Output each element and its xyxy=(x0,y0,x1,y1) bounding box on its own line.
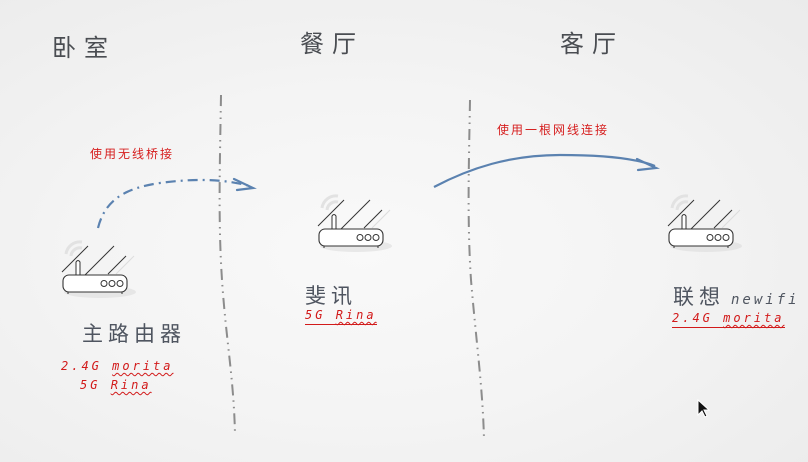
device-name-lenovo-newifi: 联想 newifi xyxy=(673,281,800,311)
room-title-living: 客厅 xyxy=(560,30,624,58)
wireless-bridge-label: 使用无线桥接 xyxy=(90,147,175,161)
ssid-name: Rina xyxy=(110,378,152,392)
wireless-bridge-arrowhead xyxy=(232,177,257,192)
device-name-main-router: 主路由器 xyxy=(82,318,186,348)
wireless-bridge-arrow xyxy=(96,178,251,229)
device-name-label: 斐讯 xyxy=(305,284,357,308)
router-icon xyxy=(61,240,136,298)
ssid-band: 2.4G xyxy=(61,359,102,373)
device-name-label: 主路由器 xyxy=(82,322,186,346)
ssid-band: 2.4G xyxy=(672,311,713,325)
device-name-label: 联想 xyxy=(673,285,725,309)
ssid-band: 5G xyxy=(80,378,101,392)
ssid-main-24g: 2.4G morita xyxy=(61,357,174,375)
room-title-dining: 餐厅 xyxy=(300,30,364,58)
device-name-suffix: newifi xyxy=(731,292,800,308)
ssid-lenovo-24g: 2.4G morita xyxy=(672,309,785,328)
ethernet-cable-arrow xyxy=(433,153,656,188)
ssid-band: 5G xyxy=(305,308,326,322)
ethernet-cable-arrowhead xyxy=(635,157,660,172)
ssid-name: Rina xyxy=(335,308,377,322)
room-divider-1 xyxy=(218,94,236,436)
device-name-phicomm: 斐讯 xyxy=(305,280,357,310)
ssid-name: morita xyxy=(723,311,785,325)
room-divider-2 xyxy=(467,99,485,441)
ethernet-cable-label: 使用一根网线连接 xyxy=(497,123,610,137)
ssid-phicomm-5g: 5G Rina xyxy=(305,306,377,325)
ssid-main-5g: 5G Rina xyxy=(80,376,152,394)
mouse-pointer-icon xyxy=(697,399,711,418)
ssid-name: morita xyxy=(112,359,174,373)
router-icon xyxy=(317,194,392,252)
room-title-bedroom: 卧室 xyxy=(52,34,116,62)
router-icon xyxy=(667,194,742,252)
